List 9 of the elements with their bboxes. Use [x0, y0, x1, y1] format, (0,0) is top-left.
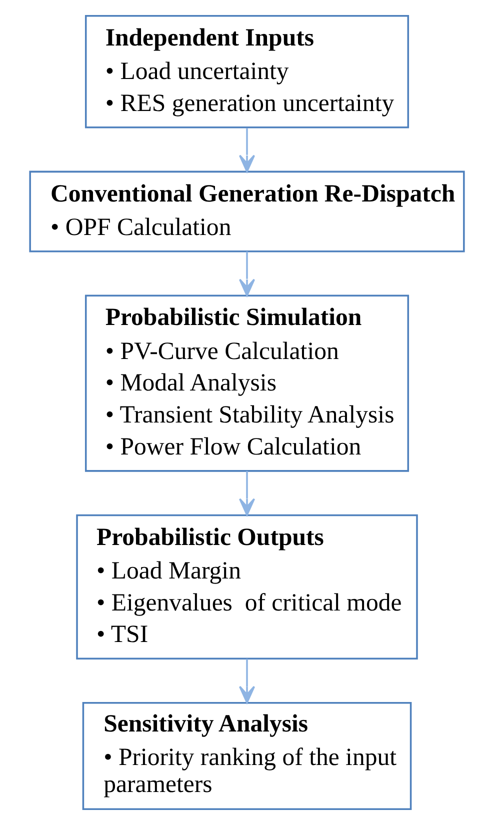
arrow — [238, 471, 256, 516]
node-box: Independent Inputs • Load uncertainty • RES generation uncertainty — [84, 14, 410, 128]
arrow — [238, 128, 256, 172]
node-box: Probabilistic Outputs • Load Margin • Eigenvalues of critical mode • TSI — [76, 514, 418, 660]
node-box: Probabilistic Simulation • PV-Curve Calculation • Modal Analysis • Transient Stability Analysis • Power Flow Calculation — [84, 294, 410, 472]
arrow — [238, 251, 256, 296]
arrow — [238, 658, 256, 704]
node-box: Conventional Generation Re-Dispatch • OPF Calculation — [29, 170, 465, 252]
node-box: Sensitivity Analysis • Priority ranking of the input parameters — [82, 702, 412, 810]
